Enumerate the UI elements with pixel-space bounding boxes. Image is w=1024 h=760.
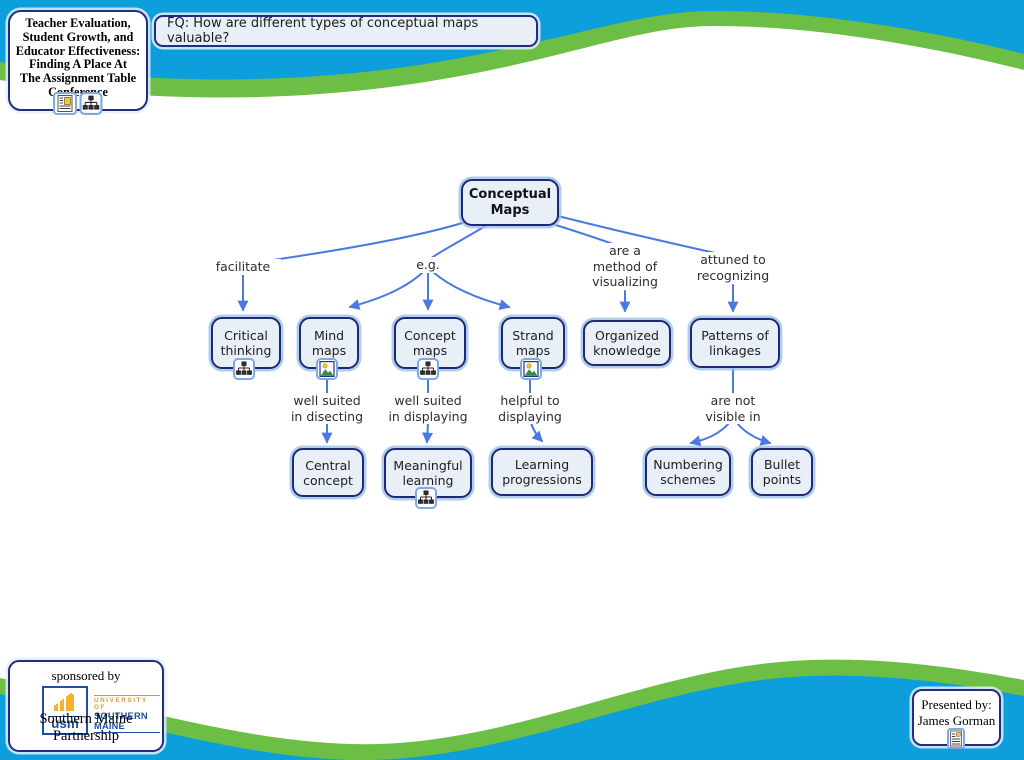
usm-acronym: usm: [48, 716, 82, 730]
cmap-icon[interactable]: [415, 487, 437, 509]
cmap-icon[interactable]: [417, 358, 439, 380]
presenter-box[interactable]: Presented by: James Gorman: [912, 689, 1001, 746]
node-central-concept[interactable]: Central concept: [292, 448, 364, 497]
link-suited-disecting[interactable]: well suited in disecting: [286, 393, 368, 424]
focus-question-text: FQ: How are different types of conceptua…: [167, 16, 479, 46]
title-line: The Assignment Table: [19, 71, 137, 86]
link-eg[interactable]: e.g.: [404, 257, 452, 273]
presented-by-label: Presented by:: [921, 697, 992, 712]
document-icon[interactable]: [53, 92, 77, 115]
cmap-icon[interactable]: [79, 92, 103, 115]
link-not-visible[interactable]: are not visible in: [702, 393, 764, 424]
title-line: Educator Effectiveness:: [15, 43, 141, 58]
cmap-icon[interactable]: [233, 358, 255, 380]
usm-wordmark: UNIVERSITY OF SOUTHERN MAINE: [94, 695, 160, 733]
bottom-wave: [0, 659, 1024, 760]
title-line: Teacher Evaluation,: [25, 16, 131, 30]
node-learning-progressions[interactable]: Learning progressions: [491, 448, 593, 496]
focus-question-box[interactable]: FQ: How are different types of conceptua…: [154, 15, 538, 47]
image-icon[interactable]: [316, 358, 338, 380]
node-organized-knowledge[interactable]: Organized knowledge: [583, 320, 671, 366]
link-facilitate[interactable]: facilitate: [205, 259, 281, 275]
link-suited-displaying[interactable]: well suited in displaying: [387, 393, 469, 424]
title-box[interactable]: Teacher Evaluation, Student Growth, and …: [8, 10, 148, 111]
partnership-label: Southern Maine Partnership: [39, 711, 133, 744]
node-conceptual-maps[interactable]: Conceptual Maps: [461, 179, 559, 226]
link-attuned-recognizing[interactable]: attuned to recognizing: [693, 252, 773, 283]
document-icon[interactable]: [947, 728, 965, 749]
link-method-visualizing[interactable]: are a method of visualizing: [590, 243, 660, 290]
image-icon[interactable]: [520, 358, 542, 380]
sponsor-box[interactable]: sponsored by usm UNIVERSITY OF SOUTHERN …: [8, 660, 164, 752]
presenter-name: James Gorman: [917, 712, 996, 728]
sponsored-by-label: sponsored by: [51, 668, 121, 683]
node-numbering-schemes[interactable]: Numbering schemes: [645, 448, 731, 496]
title-line: Finding A Place At: [28, 57, 128, 72]
title-line: Conference: [48, 84, 108, 99]
title-line: Student Growth, and: [22, 29, 134, 44]
node-patterns-of-linkages[interactable]: Patterns of linkages: [690, 318, 780, 368]
node-bullet-points[interactable]: Bullet points: [751, 448, 813, 496]
usm-logo: usm: [42, 686, 88, 735]
link-helpful-displaying[interactable]: helpful to displaying: [495, 393, 565, 424]
